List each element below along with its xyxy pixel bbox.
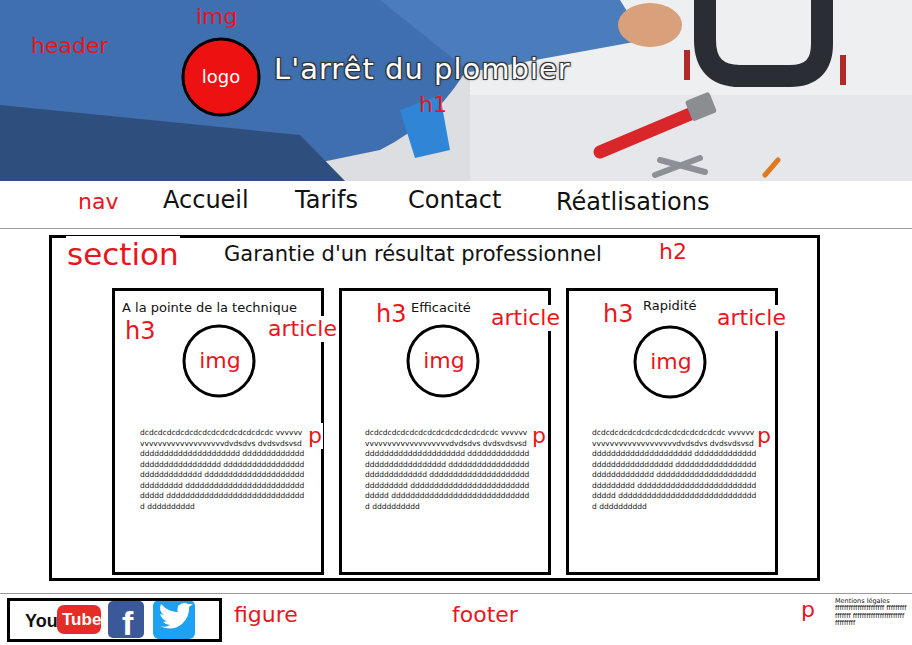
youtube-badge <box>57 605 101 634</box>
article-box: A la pointe de la techniqueh3articlepdcd… <box>112 288 324 575</box>
node-text: f <box>122 606 133 640</box>
header-band: header imgL'arrêt du plombier h1 logo <box>0 0 912 181</box>
photo-shirt <box>0 0 480 181</box>
article-box: h3Efficacitéarticlepdcdcdcdcdcdcdcdcdcdc… <box>339 288 551 575</box>
node-text: Réatlisations <box>556 188 710 217</box>
tag-label: p <box>756 423 772 449</box>
node-text: A la pointe de la technique <box>122 300 297 316</box>
tag-label: article <box>490 305 561 331</box>
tag-label: h2 <box>658 239 688 265</box>
tag-label: h3 <box>124 317 156 346</box>
tag-label: nav <box>77 189 119 215</box>
twitter-square <box>153 600 195 639</box>
photo-jeans <box>0 105 345 181</box>
tag-label: img <box>195 4 239 30</box>
tag-label: h1 <box>418 92 448 118</box>
node-text: dcdcdcdcdcdcdcdcdcdcdcdcdcdcdc vvvvvvvvv… <box>140 428 305 512</box>
img-circle: img <box>633 325 707 399</box>
tag-label: h3 <box>375 300 407 329</box>
node-text: dcdcdcdcdcdcdcdcdcdcdcdcdcdcdc vvvvvvvvv… <box>592 428 757 512</box>
node-text: Garantie d'un résultat professionnel <box>224 242 602 267</box>
node-text: Tarifs <box>295 186 358 215</box>
tag-label: p <box>800 597 816 623</box>
photo-hand <box>618 3 682 47</box>
tag-label: p <box>307 423 323 449</box>
tag-label: section <box>66 236 180 273</box>
tag-label: p <box>531 423 547 449</box>
section-box: section Garantie d'un résultat profession… <box>49 235 820 581</box>
photo-wrench-head <box>685 92 717 122</box>
logo-circle: logo <box>181 37 261 117</box>
node-text: logo <box>181 66 261 88</box>
photo-pipe <box>705 0 822 76</box>
tag-label: h3 <box>602 300 634 329</box>
node-text: Efficacité <box>411 300 471 316</box>
youtube-ground <box>20 603 102 636</box>
photo-ground <box>0 0 912 181</box>
tag-label: img <box>406 348 482 374</box>
node-text: Accueil <box>163 186 249 215</box>
social-icons <box>20 600 195 639</box>
article-box: h3Rapiditéarticlepdcdcdcdcdcdcdcdcdcdcdc… <box>566 288 778 575</box>
tag-label: article <box>267 316 338 342</box>
tag-label: header <box>30 33 110 59</box>
photo-pliers <box>655 158 705 175</box>
node-text: Contact <box>408 186 501 215</box>
tag-label: article <box>716 305 787 331</box>
header-photo <box>0 0 912 181</box>
photo-screwdriver <box>765 160 778 175</box>
node-text: Tube <box>62 610 101 630</box>
tag-label: img <box>633 349 709 375</box>
photo-valve <box>684 50 690 80</box>
photo-valve <box>840 55 846 85</box>
img-circle: img <box>406 324 480 398</box>
node-text: L'arrêt du plombier <box>274 52 571 87</box>
node-text: Mentions légales <box>835 597 907 605</box>
tag-label: img <box>182 348 258 374</box>
photo-wrench <box>600 112 695 152</box>
tag-label: figure <box>233 602 299 628</box>
img-circle: img <box>182 324 256 398</box>
figure-box: YouTube f <box>7 598 222 642</box>
node-text: You <box>25 611 58 633</box>
node-text: dcdcdcdcdcdcdcdcdcdcdcdcdcdcdc vvvvvvvvv… <box>365 428 530 512</box>
node-text: ffffffffffffffffffffff ffffffffffffffff … <box>835 605 907 628</box>
nav-band: nav Accueil Tarifs Contact Réatlisations <box>0 181 912 229</box>
footer-band: figurefooterpMentions légalesfffffffffff… <box>0 593 912 645</box>
node-text: Rapidité <box>643 298 697 314</box>
twitter-bird <box>160 603 193 629</box>
tag-label: footer <box>451 602 519 628</box>
